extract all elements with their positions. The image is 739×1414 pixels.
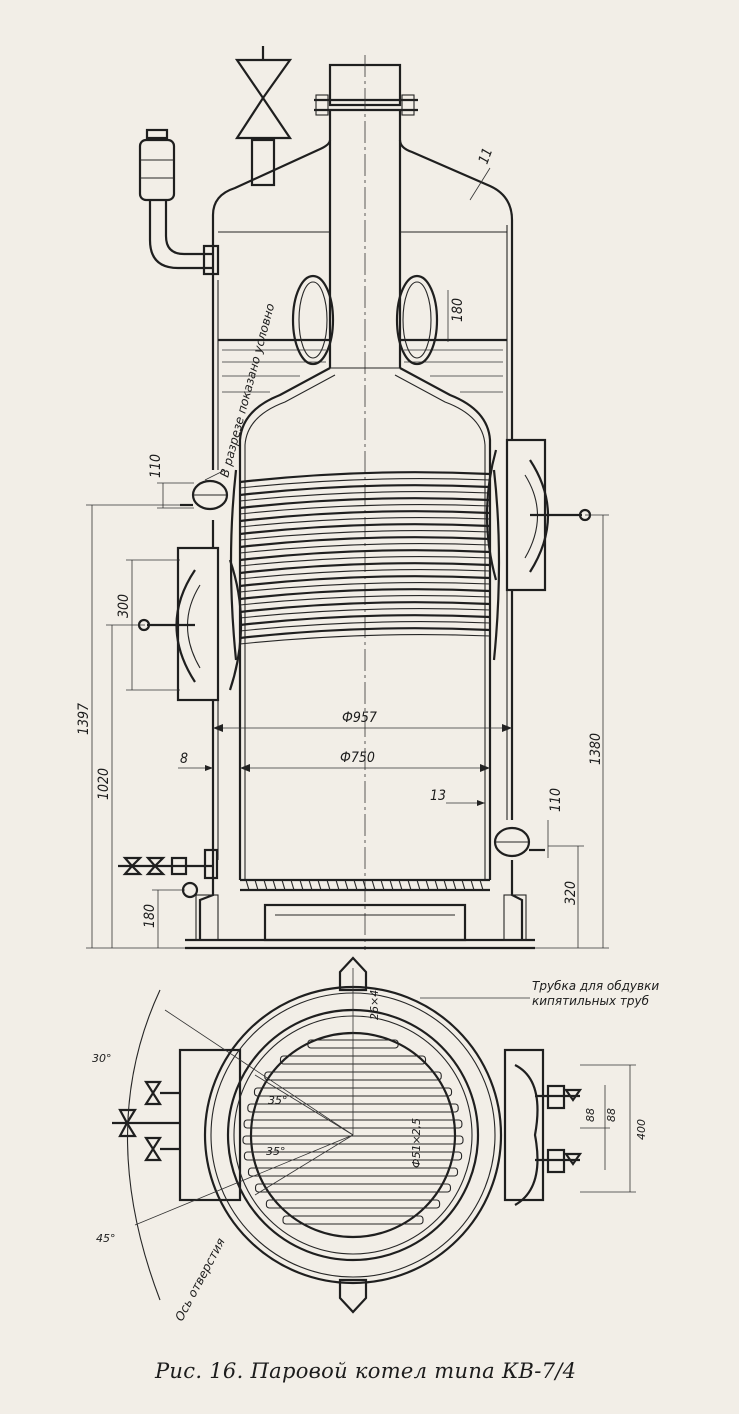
width-400: 400 — [635, 1119, 648, 1140]
dim-shell-wall: 8 — [180, 751, 188, 767]
outer-shell — [211, 139, 514, 880]
tube-spec-top: 26×4 — [368, 990, 381, 1020]
angle-35-a: 35° — [268, 1094, 288, 1107]
dimension-lines — [86, 167, 609, 949]
dim-hole-top-left: 110 — [148, 454, 164, 478]
right-plan-valves-icon — [514, 1064, 583, 1206]
note-tube-blowing: Трубка для обдувки кипятильных труб — [532, 979, 663, 1008]
note-tube-blowing-line2: кипятильных труб — [532, 994, 650, 1008]
dim-base-height: 180 — [142, 904, 158, 928]
dim-bottom-offset-right: 320 — [563, 881, 579, 905]
right-manhole — [485, 438, 592, 592]
boiler-base — [185, 860, 535, 950]
boiling-tube-coil — [229, 469, 501, 661]
pressure-valve-icon — [138, 128, 220, 276]
handhole-lower-right — [493, 826, 545, 858]
spacing-a: 88 — [584, 1108, 597, 1122]
dim-height-right: 1380 — [588, 733, 604, 765]
handhole-upper-left — [180, 479, 229, 511]
note-section-conditional: В разрезе показано условно — [217, 302, 277, 479]
firebox — [238, 367, 492, 880]
drain-valve-icon — [118, 848, 219, 899]
angle-30: 30° — [92, 1052, 112, 1065]
dim-shell-thickness-top: 11 — [476, 146, 497, 167]
figure-caption: Рис. 16. Паровой котел типа КВ-7/4 — [154, 1359, 576, 1383]
dim-firebox-wall: 13 — [430, 788, 446, 804]
dim-outer-diameter: Ф957 — [342, 710, 377, 726]
top-valve-icon — [234, 46, 293, 187]
dim-total-height: 1397 — [76, 703, 92, 735]
spacing-b: 88 — [605, 1108, 618, 1122]
water-level — [218, 338, 507, 393]
circulation-rings — [291, 274, 439, 366]
note-axis-hole: Ось отверстия — [172, 1236, 228, 1324]
plan-view: 30° 45° 35° 35° Ф51×2,5 26×4 88 88 400 Т… — [92, 956, 663, 1324]
chimney — [314, 55, 418, 950]
dim-water-level: 180 — [450, 298, 466, 322]
note-tube-blowing-text: Трубка для обдувки — [532, 979, 659, 993]
dim-inner-diameter: Ф750 — [340, 750, 375, 766]
dim-manhole-height: 1020 — [96, 768, 112, 800]
fire-grate — [240, 878, 490, 892]
side-view: 11 180 В разрезе показано условно 110 30… — [76, 46, 609, 950]
tube-size: Ф51×2,5 — [410, 1118, 423, 1168]
left-manhole — [137, 546, 243, 702]
dim-hole-bottom-right: 110 — [548, 788, 564, 812]
angle-45: 45° — [96, 1232, 116, 1245]
dim-manhole-left: 300 — [116, 594, 132, 618]
left-plan-valves-icon — [112, 1080, 180, 1162]
angle-35-b: 35° — [266, 1145, 286, 1158]
